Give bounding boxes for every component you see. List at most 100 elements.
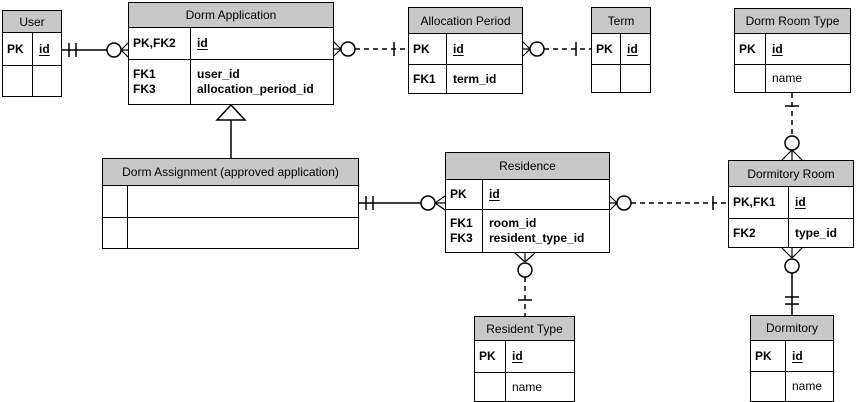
entity-dormitory-room-title: Dormitory Room xyxy=(729,161,853,187)
attr-label: id xyxy=(197,36,208,50)
entity-resident-type-title: Resident Type xyxy=(475,317,574,341)
key-label: PK xyxy=(450,187,467,201)
attr-cell: id xyxy=(766,34,850,64)
crows-foot-many-icon xyxy=(781,149,803,161)
entity-user-attr-row xyxy=(3,65,61,96)
entity-dorm-application-pk-row: PK,FK2 id xyxy=(129,28,333,59)
relationship-dorm-room-type-dormitory-room[interactable] xyxy=(781,93,803,161)
entity-dormitory-room-attr-row: FK2 type_id xyxy=(729,218,853,247)
entity-allocation-period-pk-row: PK id xyxy=(409,34,522,64)
key-cell xyxy=(735,65,766,92)
entity-term[interactable]: Term PK id xyxy=(591,7,651,93)
key-label: PK xyxy=(479,349,496,363)
crows-foot-many-icon xyxy=(434,195,446,211)
entity-dorm-application[interactable]: Dorm Application PK,FK2 id FK1 FK3 user_… xyxy=(128,2,334,105)
attr-cell: id xyxy=(483,180,609,209)
attr-cell: name xyxy=(506,373,574,401)
entity-dorm-application-attr-row: FK1 FK3 user_id allocation_period_id xyxy=(129,59,333,104)
entity-dorm-room-type-attr-row: name xyxy=(735,64,850,92)
crows-foot-many-icon xyxy=(609,195,618,211)
relationship-residence-resident-type[interactable] xyxy=(514,252,536,316)
attr-label: id xyxy=(795,195,806,209)
attr-cell xyxy=(128,218,358,248)
entity-user-title: User xyxy=(3,11,61,33)
entity-residence-attr-row: FK1 FK3 room_id resident_type_id xyxy=(446,209,609,252)
crows-foot-many-icon xyxy=(333,41,342,57)
key-label: PK xyxy=(755,348,772,363)
key-label: PK,FK2 xyxy=(133,36,176,50)
entity-dorm-room-type[interactable]: Dorm Room Type PK id name xyxy=(734,8,851,93)
attr-cell: type_id xyxy=(789,219,853,247)
attr-cell: term_id xyxy=(447,65,522,93)
entity-dormitory-room-pk-row: PK,FK1 id xyxy=(729,187,853,218)
attr-cell: id xyxy=(786,341,833,371)
relationship-user-dorm-application[interactable] xyxy=(62,42,129,58)
attr-cell xyxy=(128,186,358,217)
attr-cell: id xyxy=(789,187,853,218)
attr-cell xyxy=(33,66,61,96)
attr-cell: name xyxy=(786,372,833,401)
attr-cell: id xyxy=(191,28,333,59)
entity-residence[interactable]: Residence PK id FK1 FK3 room_id resident… xyxy=(445,152,610,253)
entity-dorm-assignment-title: Dorm Assignment (approved application) xyxy=(103,159,358,186)
relationship-dormitory-room-dormitory[interactable] xyxy=(781,247,803,315)
relationship-inheritance-dorm-assignment-dorm-application[interactable] xyxy=(215,103,247,158)
attr-label: id xyxy=(627,41,638,56)
entity-user[interactable]: User PK id xyxy=(2,10,62,97)
relationship-allocation-period-term[interactable] xyxy=(522,41,591,57)
crows-foot-many-icon xyxy=(514,252,536,263)
attr-label: id xyxy=(489,187,500,201)
key-cell: PK xyxy=(592,34,621,64)
crows-foot-many-icon xyxy=(522,41,531,57)
relationship-dorm-assignment-residence[interactable] xyxy=(359,195,446,211)
relationship-dorm-application-allocation-period[interactable] xyxy=(333,41,408,57)
entity-dormitory-title: Dormitory xyxy=(751,316,833,341)
entity-dormitory[interactable]: Dormitory PK id name xyxy=(750,315,834,402)
key-cell: FK1 FK3 xyxy=(446,210,483,252)
entity-allocation-period-title: Allocation Period xyxy=(409,8,522,34)
entity-dorm-assignment-attr-row xyxy=(103,217,358,248)
inheritance-triangle-icon xyxy=(215,103,247,121)
key-cell xyxy=(475,373,506,401)
key-label: FK2 xyxy=(733,225,756,240)
attr-label: name xyxy=(792,379,823,393)
key-cell: FK2 xyxy=(729,219,789,247)
key-cell xyxy=(751,372,786,401)
attr-label: resident_type_id xyxy=(489,231,585,245)
key-cell: PK,FK1 xyxy=(729,187,789,218)
zero-circle-icon xyxy=(340,41,356,57)
key-label: PK xyxy=(596,41,613,56)
attr-label: id xyxy=(39,41,50,56)
attr-label: term_id xyxy=(453,71,497,86)
key-cell: PK xyxy=(751,341,786,371)
attr-cell: id xyxy=(33,33,61,65)
entity-allocation-period[interactable]: Allocation Period PK id FK1 term_id xyxy=(408,7,523,94)
attr-cell: id xyxy=(621,34,650,64)
key-label: FK1 xyxy=(133,67,156,81)
attr-cell: room_id resident_type_id xyxy=(483,210,609,252)
entity-dormitory-pk-row: PK id xyxy=(751,341,833,371)
attr-cell: id xyxy=(447,34,522,64)
entity-dormitory-room[interactable]: Dormitory Room PK,FK1 id FK2 type_id xyxy=(728,160,854,248)
entity-user-pk-row: PK id xyxy=(3,33,61,65)
crows-foot-many-icon xyxy=(120,42,129,58)
entity-dormitory-attr-row: name xyxy=(751,371,833,401)
entity-term-title: Term xyxy=(592,8,650,34)
key-cell: PK xyxy=(446,180,483,209)
entity-residence-pk-row: PK id xyxy=(446,180,609,209)
key-cell: PK xyxy=(735,34,766,64)
key-cell: FK1 xyxy=(409,65,447,93)
zero-circle-icon xyxy=(106,42,122,58)
attr-cell: id xyxy=(506,341,574,372)
key-label: PK xyxy=(739,41,756,56)
entity-dorm-assignment[interactable]: Dorm Assignment (approved application) xyxy=(102,158,359,249)
entity-allocation-period-attr-row: FK1 term_id xyxy=(409,64,522,93)
relationship-residence-dormitory-room[interactable] xyxy=(609,195,728,211)
entity-term-attr-row xyxy=(592,64,650,92)
attr-label: name xyxy=(512,379,543,394)
attr-label: id xyxy=(772,41,783,56)
entity-resident-type[interactable]: Resident Type PK id name xyxy=(474,316,575,402)
key-label: FK1 xyxy=(450,216,473,230)
entity-dorm-assignment-pk-row xyxy=(103,186,358,217)
